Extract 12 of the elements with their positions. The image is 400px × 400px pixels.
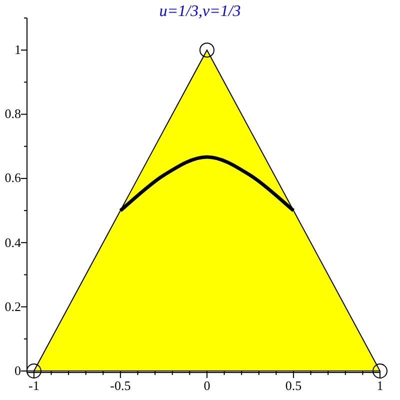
tick-label: 0.5 [285,379,302,393]
tick-label: -0.5 [110,379,131,393]
tick-label: 0.2 [4,300,21,314]
tick-label: 0 [204,379,210,393]
chart-title: u=1/3,v=1/3 [159,2,241,22]
tick-label: 1 [376,379,384,393]
tick-label: 0.6 [4,171,21,186]
tick-label: 0.8 [4,107,21,122]
tick-label: 0.4 [4,236,21,250]
tick-label: 0 [14,364,21,378]
tick-label: -1 [28,379,40,393]
tick-label: 1 [14,43,21,58]
